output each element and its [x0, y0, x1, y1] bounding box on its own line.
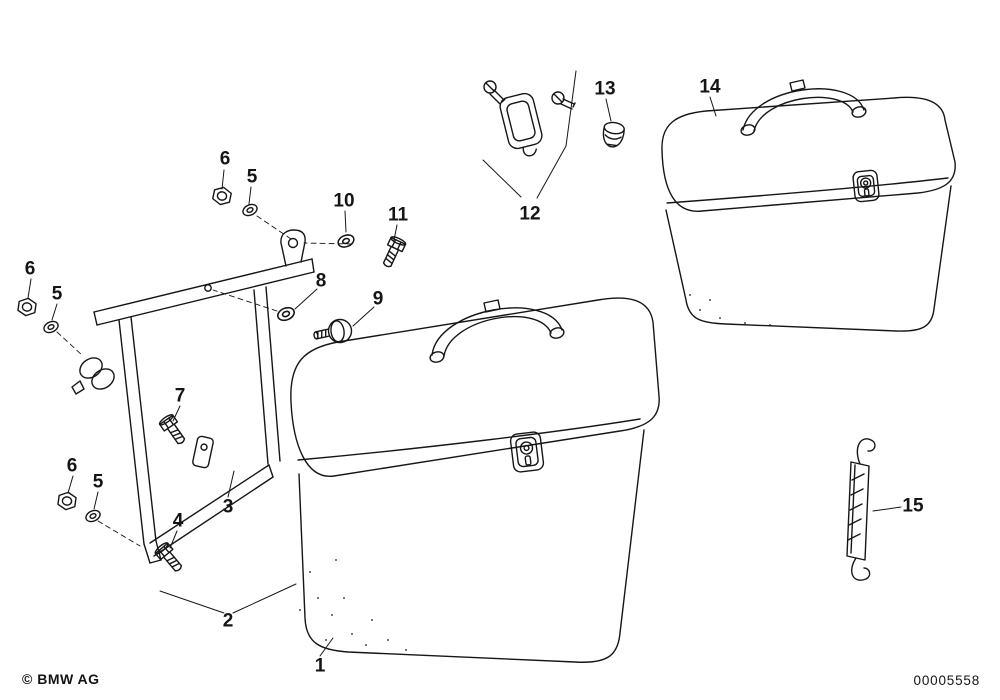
saddlebag-right-drawing: [661, 79, 956, 332]
texture-speckles: [299, 294, 771, 651]
copyright-text: © BMW AG: [22, 671, 100, 687]
bracket-assembly-drawing: [483, 80, 576, 157]
callout-3: 3: [222, 496, 234, 518]
callout-5-top: 5: [246, 166, 258, 188]
callout-15: 15: [902, 495, 924, 517]
leader-lines: [27, 70, 902, 657]
spring-clip-drawing: [846, 438, 876, 581]
callout-5-lower: 5: [92, 471, 104, 493]
callout-1: 1: [314, 655, 326, 677]
hardware-small-parts: [16, 185, 408, 576]
saddlebag-main-drawing: [290, 297, 660, 663]
callout-5-left: 5: [51, 283, 63, 305]
callout-10: 10: [333, 190, 355, 212]
callout-9: 9: [372, 288, 384, 310]
rubber-buffer-drawing: [602, 121, 625, 148]
document-number: 00005558: [913, 673, 980, 688]
mounting-frame-drawing: [71, 229, 315, 564]
knob-screw-drawing: [313, 318, 353, 344]
callout-8: 8: [315, 270, 327, 292]
callout-6-top: 6: [219, 148, 231, 170]
callout-7: 7: [174, 385, 186, 407]
callout-4: 4: [172, 510, 184, 532]
mounting-axis-lines: [56, 215, 353, 547]
callout-13: 13: [594, 78, 616, 100]
callout-6-left: 6: [24, 258, 36, 280]
callout-11: 11: [387, 204, 409, 226]
callout-6-lower: 6: [66, 455, 78, 477]
callout-2: 2: [222, 610, 234, 632]
callout-12: 12: [519, 203, 541, 225]
callout-14: 14: [699, 76, 721, 98]
